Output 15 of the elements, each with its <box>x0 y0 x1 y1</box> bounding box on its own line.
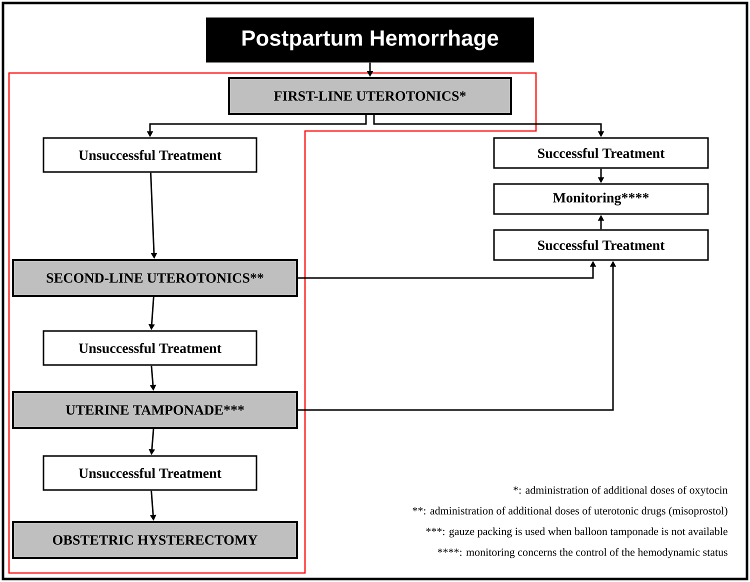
title-box: Postpartum Hemorrhage <box>206 18 534 62</box>
footnote: **: administration of additional doses of uterotonic drugs (misoprostol) <box>412 506 728 517</box>
step-box: UTERINE TAMPONADE*** <box>12 391 298 429</box>
footnote: ****: monitoring concerns the control of the hemodynamic status <box>438 548 728 558</box>
footnote: *: administration of additional doses of oxytocin <box>514 486 728 496</box>
outcome-box: Unsuccessful Treatment <box>42 137 258 173</box>
outcome-box: Successful Treatment <box>493 229 709 261</box>
step-box: OBSTETRIC HYSTERECTOMY <box>12 521 298 559</box>
outcome-box: Successful Treatment <box>493 137 709 169</box>
footnote: ***: gauze packing is used when balloon tamponade is not available <box>426 527 728 538</box>
outcome-box: Monitoring**** <box>493 183 709 215</box>
outcome-box: Unsuccessful Treatment <box>42 330 258 366</box>
outcome-box: Unsuccessful Treatment <box>42 455 258 491</box>
step-box: SECOND-LINE UTEROTONICS** <box>12 259 298 297</box>
step-box: FIRST-LINE UTEROTONICS* <box>228 77 512 115</box>
